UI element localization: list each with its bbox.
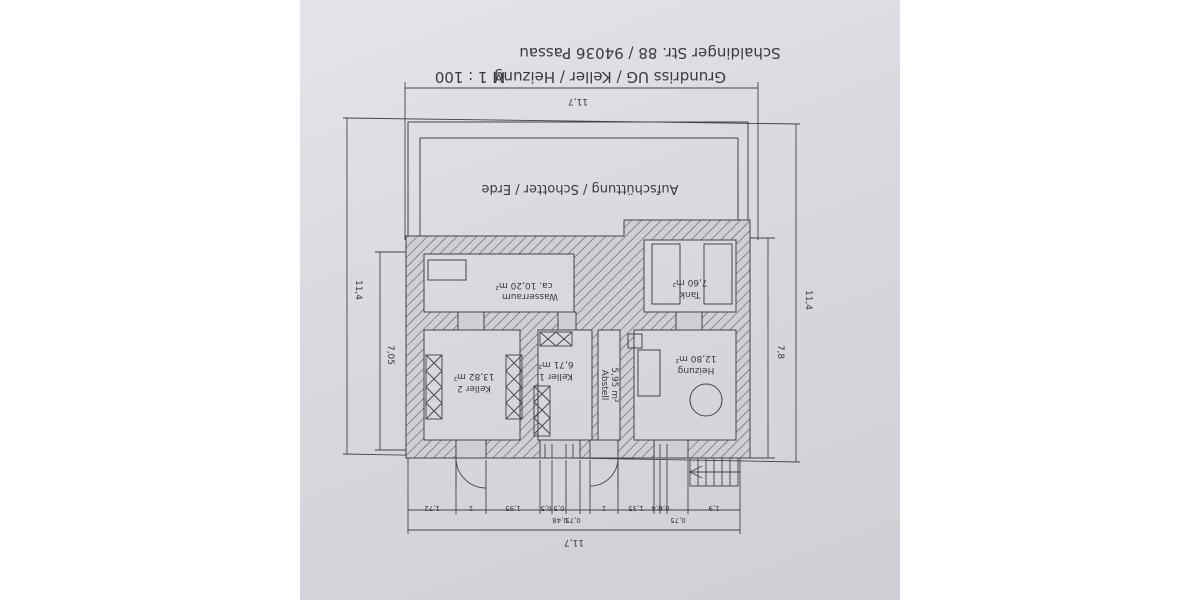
dim-right-inner: 7,8 [775, 345, 785, 360]
room-labels: Wasserraum ca. 10,20 m² Tank 7,60 m² Kel… [453, 277, 716, 403]
header-scale: M 1 : 100 [435, 68, 505, 86]
svg-text:ca. 10,20 m²: ca. 10,20 m² [495, 280, 553, 290]
right-dimensions [767, 124, 797, 462]
dim-bottom-segment: 1 [469, 504, 473, 512]
tank-2 [703, 243, 733, 305]
window-lines [544, 444, 668, 458]
shelf-keller2-right [505, 354, 523, 420]
svg-text:13,82 m²: 13,82 m² [453, 371, 494, 381]
building-walls [405, 219, 751, 459]
door-openings [455, 439, 689, 490]
room-wasserraum: Wasserraum ca. 10,20 m² [495, 280, 558, 301]
svg-text:Keller 1: Keller 1 [539, 371, 573, 381]
left-dimensions [346, 118, 381, 454]
svg-text:7,60 m²: 7,60 m² [672, 277, 708, 287]
svg-text:Keller 2: Keller 2 [457, 383, 491, 393]
room-abstell: Abstell 5,95 m² [599, 367, 619, 403]
shelf-keller1-top [539, 331, 573, 347]
room-keller2: Keller 2 13,82 m² [453, 371, 494, 393]
dim-bottom-segment: 0,75 [670, 516, 686, 524]
shelves [425, 331, 573, 437]
dim-bottom-segment: 0,75 [565, 516, 581, 524]
svg-text:5,95 m²: 5,95 m² [609, 367, 619, 403]
valve-box [627, 333, 643, 349]
svg-text:Wasserraum: Wasserraum [502, 291, 558, 301]
dim-bottom-segment: 1,9 [708, 504, 719, 512]
stairs [688, 457, 740, 487]
dim-left-inner: 7,05 [385, 345, 395, 365]
dim-bottom-segment: 1,95 [505, 504, 521, 512]
top-dimension [404, 82, 759, 240]
dim-right-total: 11,4 [803, 290, 813, 310]
dim-bottom-segment: 1,35 [628, 504, 644, 512]
equipment [427, 243, 733, 417]
svg-text:Heizung: Heizung [678, 365, 715, 375]
dim-left-total: 11,4 [353, 280, 363, 300]
dim-bottom-segment: 1,72 [424, 504, 440, 512]
shelf-keller1-bottom [533, 385, 551, 437]
svg-text:6,71 m²: 6,71 m² [538, 359, 574, 369]
svg-text:Abstell: Abstell [599, 370, 609, 401]
room-keller1: Keller 1 6,71 m² [538, 359, 574, 381]
plan-paper: Grundriss UG / Keller / Heizung M 1 : 10… [300, 0, 900, 600]
dim-bottom-segment: 0,5 [553, 504, 564, 512]
dim-bottom-segment: 0,4 [658, 504, 670, 512]
dim-bottom-segment: 0,4 [651, 504, 663, 512]
svg-text:12,80 m²: 12,80 m² [675, 353, 716, 363]
fill-area-label: Aufschüttung / Schotter / Erde [481, 181, 678, 196]
dim-bottom-segment: 0,48 [552, 516, 568, 524]
floor-plan-drawing: Grundriss UG / Keller / Heizung M 1 : 10… [342, 44, 813, 547]
boiler-circle [689, 383, 723, 417]
bottom-dimensions [407, 458, 741, 534]
header-address: Schaldinger Str. 88 / 94036 Passau [519, 44, 780, 62]
dim-top-width: 11,7 [568, 96, 588, 106]
dim-bottom-segment: 1 [602, 504, 606, 512]
dim-bottom-segment: 0,5 [540, 504, 551, 512]
dim-bottom-width: 11,7 [564, 537, 584, 547]
wasserraum-tank-box [427, 259, 467, 281]
shelf-keller2-left [425, 354, 443, 420]
tank-1 [651, 243, 681, 305]
header-title: Grundriss UG / Keller / Heizung [494, 68, 726, 86]
header-block: Grundriss UG / Keller / Heizung M 1 : 10… [435, 44, 781, 86]
heater-unit [637, 349, 661, 397]
room-tank: Tank 7,60 m² [672, 277, 708, 299]
svg-text:Tank: Tank [679, 289, 701, 299]
room-heizung: Heizung 12,80 m² [675, 353, 716, 375]
